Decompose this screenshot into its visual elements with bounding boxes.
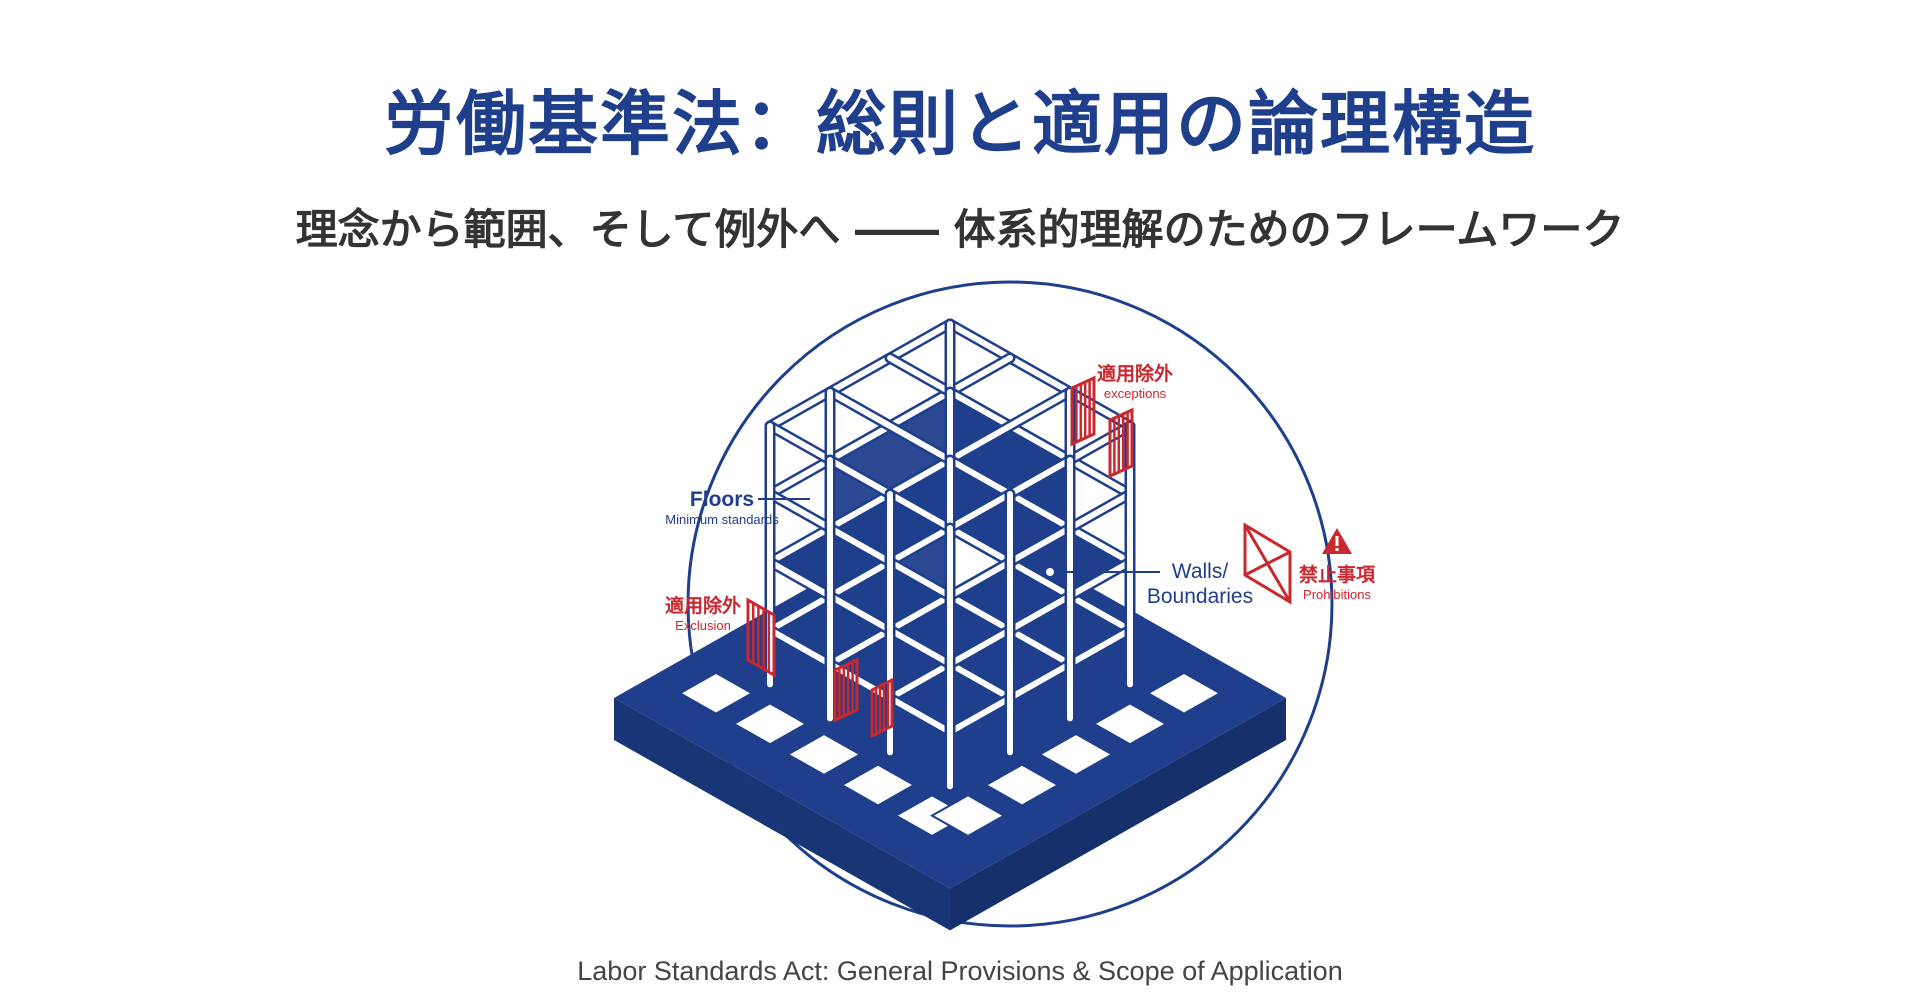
footing-block (731, 702, 809, 746)
footing-block (839, 763, 917, 807)
floors-label: Floors (690, 488, 754, 511)
frame-member-inner (767, 627, 953, 735)
footing-block (983, 763, 1061, 807)
fence-frame (870, 677, 894, 739)
structural-frame (764, 318, 1136, 792)
page-subtitle: 理念から範囲、そして例外へ ―― 体系的理解のためのフレームワーク (295, 205, 1625, 254)
footing-block (785, 732, 863, 776)
exclusion-en-label: Exclusion (675, 618, 731, 633)
fence (1108, 407, 1134, 479)
frame-member-inner (947, 423, 1133, 531)
exceptions-jp-label: 適用除外 (1097, 362, 1173, 385)
frame-member-inner (767, 559, 953, 667)
slab-left-face (614, 698, 950, 931)
walls-label: Walls/ (1172, 560, 1229, 583)
footing-block (929, 794, 1007, 838)
frame-member-inner (947, 491, 1133, 599)
frame-member-inner (947, 321, 1133, 429)
slab-right-face (950, 698, 1286, 931)
prohibition-frame-icon (1243, 522, 1292, 605)
fence (746, 597, 776, 678)
walls-dot (1046, 568, 1054, 576)
footing-block (1037, 732, 1115, 776)
prohibitions-jp-label: 禁止事項 (1299, 563, 1376, 586)
footing-block (1145, 671, 1223, 715)
fence (870, 677, 894, 739)
caption: Labor Standards Act: General Provisions … (577, 956, 1343, 986)
prohibitions-en-label: Prohibitions (1303, 587, 1371, 602)
fence-frame (1070, 375, 1096, 447)
exclusion-jp-label: 適用除外 (665, 594, 741, 617)
frame-member-inner (827, 389, 1013, 497)
exceptions-en-label: exceptions (1104, 386, 1167, 401)
footing-block (1091, 702, 1169, 746)
frame-member-inner (767, 321, 953, 429)
frame-member-inner (767, 423, 953, 531)
exception-fences (746, 375, 1134, 739)
frame-member-inner (767, 491, 953, 599)
frame-member-inner (887, 389, 1073, 497)
floors-sublabel: Minimum standards (665, 512, 779, 527)
fence-frame (833, 657, 859, 723)
page-title: 労働基準法：総則と適用の論理構造 (384, 83, 1536, 165)
fence (833, 657, 859, 723)
fence-frame (746, 597, 776, 678)
frame-circle (686, 280, 1334, 928)
frame-member-inner (887, 355, 1073, 463)
footing-block (677, 671, 755, 715)
boundaries-label: Boundaries (1147, 585, 1253, 608)
fence (1070, 375, 1096, 447)
warning-icon (1322, 528, 1352, 554)
frame-member-inner (947, 627, 1133, 735)
frame-member-inner (827, 355, 1013, 463)
fence-frame (1108, 407, 1134, 479)
frame-member-inner (947, 559, 1133, 667)
